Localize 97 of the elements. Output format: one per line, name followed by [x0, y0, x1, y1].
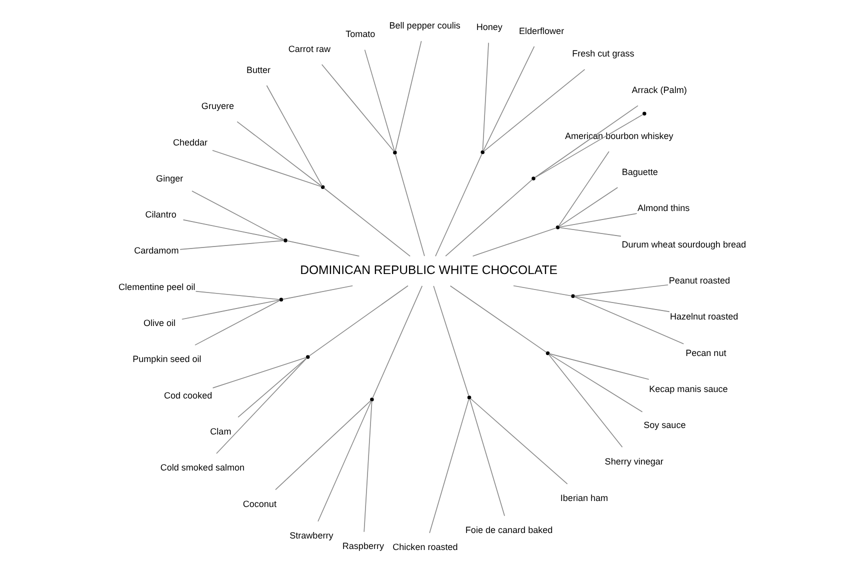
connector: [548, 353, 649, 380]
connector: [317, 400, 372, 522]
node-point: [480, 150, 484, 154]
node-text: Almond thins: [637, 203, 690, 214]
node-text: Iberian ham: [560, 493, 608, 504]
connector: [282, 285, 353, 300]
connector: [182, 219, 284, 240]
node-text: Ginger: [156, 173, 183, 184]
node-point: [531, 176, 535, 180]
connector: [394, 40, 422, 152]
node-point: [305, 355, 310, 359]
node-point: [320, 185, 324, 190]
connector: [181, 300, 280, 320]
connector: [308, 285, 408, 356]
node-text: Baguette: [621, 166, 658, 177]
connector: [237, 358, 307, 418]
node-text: Coconut: [242, 498, 276, 509]
node-point: [545, 351, 550, 356]
node-text: Fresh cut grass: [572, 48, 634, 59]
node-text: Hazelnut roasted: [669, 312, 738, 322]
node-text: Bell pepper coulis: [388, 20, 460, 30]
node-point: [555, 226, 560, 230]
node-text: Honey: [476, 22, 502, 32]
connector: [534, 114, 643, 178]
connector: [266, 85, 322, 186]
node-text: Arrack (Palm): [631, 85, 686, 96]
node-text: Tomato: [345, 29, 375, 40]
node-text: Cold smoked salmon: [160, 462, 244, 473]
node-text: Cilantro: [144, 210, 176, 220]
node-point: [570, 294, 574, 298]
node-point: [392, 150, 396, 154]
node-point: [283, 238, 287, 242]
connector: [558, 227, 621, 237]
connector: [482, 46, 534, 152]
node-text: Pumpkin seed oil: [132, 354, 201, 364]
connector: [394, 154, 424, 256]
node-text: Sherry vinegar: [604, 456, 663, 466]
connector: [558, 151, 609, 226]
connector: [470, 398, 568, 484]
connector: [320, 64, 394, 152]
node-text: Soy sauce: [643, 420, 686, 430]
connector: [558, 187, 618, 227]
connector: [274, 400, 371, 490]
connector: [179, 240, 284, 250]
connector: [212, 150, 322, 188]
connector: [444, 179, 532, 257]
connector: [364, 49, 394, 152]
node-text: DOMINICAN REPUBLIC WHITE CHOCOLATE: [300, 262, 557, 277]
connector: [574, 296, 684, 344]
node-text: Peanut roasted: [668, 275, 730, 286]
connector: [323, 188, 410, 257]
connector: [194, 300, 280, 346]
connector: [372, 286, 422, 398]
node-text: Strawberry: [289, 530, 333, 541]
connector: [534, 105, 638, 178]
connector: [548, 354, 622, 448]
node-text: Clementine peel oil: [118, 282, 195, 292]
connector: [286, 240, 360, 257]
node-point: [370, 398, 374, 402]
node-point: [278, 298, 283, 302]
node-text: Foie de canard baked: [464, 525, 552, 536]
connector: [574, 284, 668, 296]
connector: [236, 121, 322, 187]
connector: [194, 290, 280, 300]
node-text: Pecan nut: [685, 348, 726, 358]
node-text: Elderflower: [518, 26, 564, 36]
node-text: Cardamom: [134, 246, 178, 256]
connector: [483, 68, 585, 152]
connector: [512, 285, 572, 296]
connector: [558, 213, 637, 228]
node-text: Durum wheat sourdough bread: [621, 239, 746, 250]
connector: [472, 227, 556, 256]
connector: [363, 400, 372, 532]
node-point: [466, 396, 471, 400]
node-text: Chicken roasted: [392, 542, 458, 552]
connector: [216, 358, 307, 454]
connector: [468, 398, 504, 516]
connector: [574, 296, 670, 312]
node-text: Kecap manis sauce: [648, 384, 728, 394]
node-text: Cheddar: [172, 137, 208, 148]
connector: [434, 153, 482, 257]
node-text: Butter: [246, 64, 270, 75]
node-text: Raspberry: [342, 541, 384, 552]
connector: [482, 42, 488, 151]
node-text: Gruyere: [200, 101, 234, 112]
node-text: American bourbon whiskey: [564, 130, 673, 141]
connector: [449, 285, 546, 353]
connector: [548, 354, 642, 412]
node-point: [642, 112, 646, 116]
connector: [432, 286, 469, 396]
node-text: Carrot raw: [288, 44, 330, 54]
node-text: Clam: [210, 426, 231, 436]
connector: [191, 190, 284, 240]
node-text: Cod cooked: [164, 390, 212, 400]
node-text: Olive oil: [142, 318, 176, 328]
connector: [428, 398, 469, 534]
connector: [212, 357, 306, 388]
